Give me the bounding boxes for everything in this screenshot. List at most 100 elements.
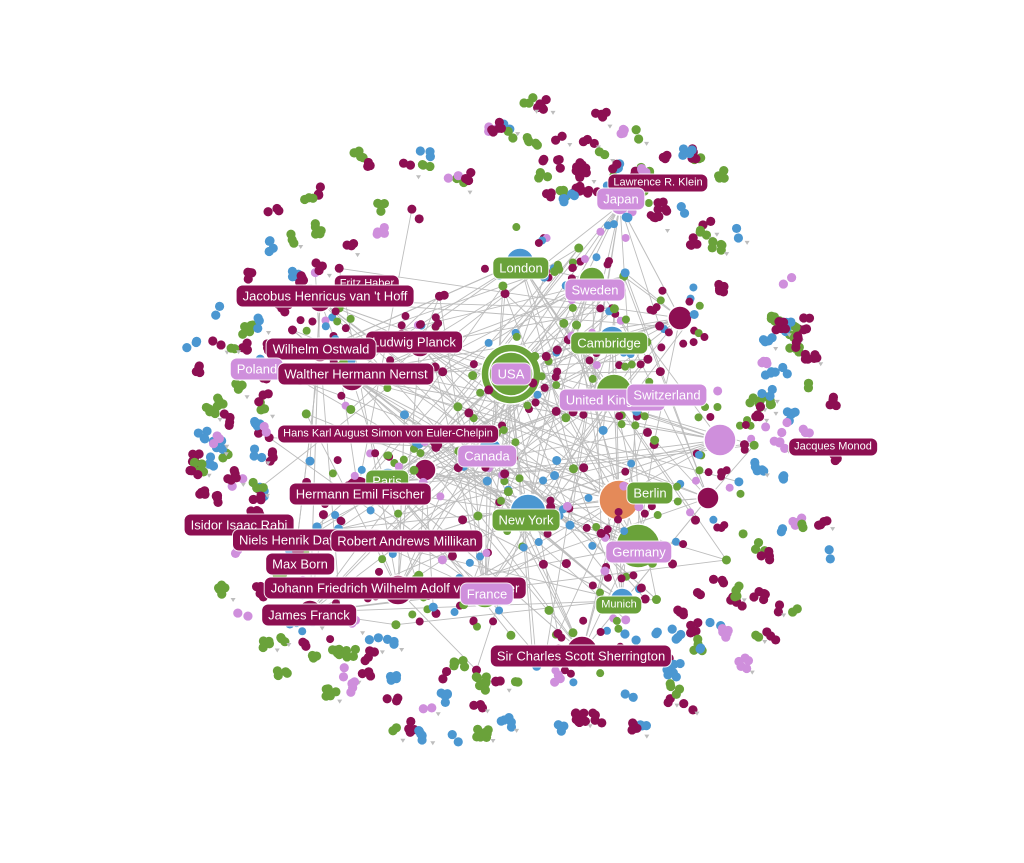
graph-node xyxy=(394,462,403,471)
graph-node xyxy=(301,409,311,419)
edge-arrowhead xyxy=(664,228,670,233)
graph-node xyxy=(447,551,457,561)
graph-node xyxy=(499,426,508,435)
graph-node xyxy=(386,356,395,365)
graph-node xyxy=(487,125,497,135)
graph-node xyxy=(627,459,636,468)
graph-node xyxy=(592,522,601,531)
graph-node xyxy=(706,412,715,421)
node-label-johann-baeyer[interactable]: Johann Friedrich Wilhelm Adolf von Baeye… xyxy=(264,577,526,599)
graph-node xyxy=(556,726,566,736)
node-label-jacques-monod[interactable]: Jacques Monod xyxy=(789,438,877,456)
graph-node xyxy=(695,466,704,475)
node-label-canada[interactable]: Canada xyxy=(458,445,516,467)
graph-node xyxy=(210,408,220,419)
graph-node xyxy=(592,253,601,262)
graph-node xyxy=(751,630,761,640)
graph-node xyxy=(640,594,650,604)
node-label-sweden[interactable]: Sweden xyxy=(565,279,625,301)
node-label-japan[interactable]: Japan xyxy=(597,188,645,210)
graph-node xyxy=(263,207,273,217)
graph-node xyxy=(408,610,417,619)
graph-node xyxy=(274,206,284,216)
graph-node xyxy=(532,140,542,150)
node-label-munich[interactable]: Munich xyxy=(596,596,642,614)
graph-node xyxy=(466,168,476,178)
graph-node xyxy=(211,491,221,501)
graph-node xyxy=(248,494,258,505)
graph-node xyxy=(385,671,396,682)
edge-arrowhead xyxy=(764,473,770,478)
edge-arrowhead xyxy=(416,175,422,180)
edge-arrowhead xyxy=(644,734,650,739)
graph-node xyxy=(276,634,287,644)
network-edge xyxy=(319,299,555,476)
graph-node xyxy=(551,373,560,382)
graph-node xyxy=(621,212,631,222)
node-label-vant-hoff[interactable]: Jacobus Henricus van 't Hoff xyxy=(236,285,414,307)
node-label-walther-nernst[interactable]: Walther Hermann Nernst xyxy=(278,363,434,385)
node-label-ludwig-planck[interactable]: Ludwig Planck xyxy=(366,331,462,353)
node-label-euler-chelpin[interactable]: Hans Karl August Simon von Euler-Chelpin xyxy=(278,425,498,443)
graph-node xyxy=(634,134,644,144)
node-label-new-york[interactable]: New York xyxy=(492,509,560,531)
node-label-switzerland[interactable]: Switzerland xyxy=(627,384,707,406)
graph-node xyxy=(655,321,665,331)
graph-node xyxy=(318,510,328,520)
graph-node xyxy=(382,694,392,704)
graph-node xyxy=(414,726,425,737)
graph-node xyxy=(401,312,410,321)
graph-node xyxy=(618,128,628,138)
node-label-usa[interactable]: USA xyxy=(491,363,531,385)
graph-node xyxy=(706,216,716,226)
graph-node xyxy=(431,313,440,322)
node-label-berlin[interactable]: Berlin xyxy=(627,482,673,504)
edge-arrowhead xyxy=(674,703,680,708)
graph-node xyxy=(603,573,612,582)
graph-node xyxy=(742,663,752,674)
graph-node xyxy=(671,689,681,699)
edge-arrowhead xyxy=(514,728,520,733)
node-label-germany[interactable]: Germany xyxy=(606,541,672,563)
graph-node xyxy=(511,438,520,447)
graph-node xyxy=(480,685,490,695)
node-label-robert-millikan[interactable]: Robert Andrews Millikan xyxy=(331,530,483,552)
network-edge xyxy=(654,439,709,499)
node-label-hermann-fischer[interactable]: Hermann Emil Fischer xyxy=(289,483,431,505)
graph-node xyxy=(614,507,623,516)
node-label-sherrington[interactable]: Sir Charles Scott Sherrington xyxy=(490,645,672,667)
node-label-cambridge[interactable]: Cambridge xyxy=(571,332,647,354)
graph-node xyxy=(565,520,575,530)
graph-node xyxy=(816,520,826,530)
graph-node xyxy=(721,632,731,642)
node-label-wilhelm-ostwald[interactable]: Wilhelm Ostwald xyxy=(266,338,376,360)
graph-node xyxy=(231,473,241,483)
graph-node xyxy=(253,323,263,334)
graph-node xyxy=(559,197,569,207)
network-edge xyxy=(357,285,504,491)
graph-node xyxy=(782,369,792,379)
graph-node xyxy=(240,321,250,332)
graph-node xyxy=(199,433,209,443)
node-label-london[interactable]: London xyxy=(493,257,549,279)
edge-arrowhead xyxy=(534,109,540,114)
graph-node xyxy=(740,653,750,663)
graph-node xyxy=(331,687,341,697)
node-label-max-born[interactable]: Max Born xyxy=(266,553,334,575)
graph-node xyxy=(832,454,842,464)
graph-node xyxy=(438,367,448,377)
node-label-poland[interactable]: Poland xyxy=(230,358,284,380)
node-label-james-franck[interactable]: James Franck xyxy=(262,604,356,626)
graph-node xyxy=(373,633,383,643)
graph-node xyxy=(678,150,688,160)
graph-node xyxy=(759,589,769,599)
graph-node xyxy=(658,197,668,207)
graph-node xyxy=(652,303,661,312)
graph-node xyxy=(787,272,797,283)
graph-node xyxy=(636,583,646,593)
graph-node xyxy=(249,444,260,454)
graph-node xyxy=(542,172,553,182)
node-label-france[interactable]: France xyxy=(460,583,514,605)
node-label-lawrence-klein[interactable]: Lawrence R. Klein xyxy=(608,174,708,192)
